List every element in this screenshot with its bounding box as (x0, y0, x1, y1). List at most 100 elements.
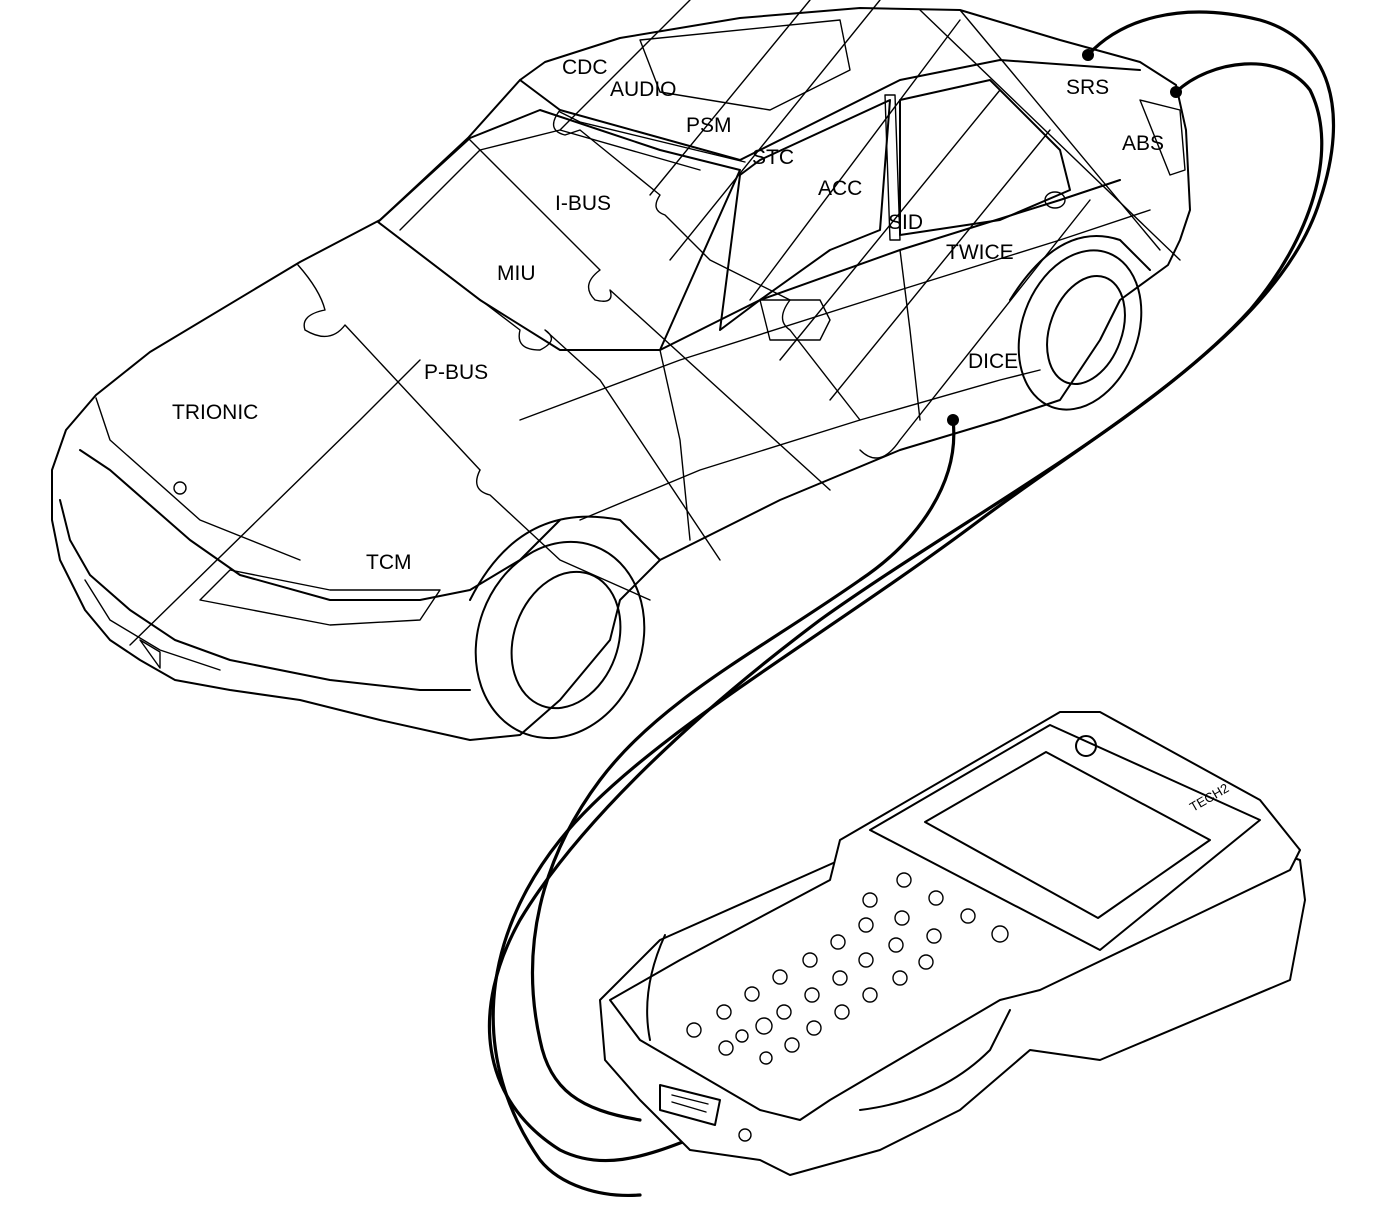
keypad-key[interactable] (896, 872, 912, 888)
keypad-key[interactable] (772, 969, 788, 985)
front-wheel (469, 515, 661, 740)
tester-logo-icon (1075, 735, 1097, 757)
rear-side-window (899, 79, 1071, 236)
module-label-trionic: TRIONIC (172, 401, 258, 424)
module-labels: CDC AUDIO PSM STC SRS ABS I-BUS ACC SID … (172, 56, 1164, 574)
keypad-key[interactable] (735, 1029, 749, 1043)
tester-strap (859, 1009, 1011, 1111)
connection-point-srs-icon (1082, 49, 1094, 61)
divider-abs-rear (959, 9, 1161, 251)
module-label-tcm: TCM (366, 551, 412, 574)
divider-miu-dice (467, 137, 831, 491)
side-crease (519, 209, 1151, 421)
keypad-key[interactable] (759, 1051, 773, 1065)
front-bumper (59, 499, 471, 691)
keypad-key[interactable] (804, 987, 820, 1003)
divider-ibus (519, 79, 861, 421)
connector-screw-icon (738, 1128, 752, 1142)
keypad-key[interactable] (686, 1022, 702, 1038)
keypad-key[interactable] (862, 892, 878, 908)
keypad-key[interactable] (830, 934, 846, 950)
keypad-key[interactable] (928, 890, 944, 906)
divider-twice-dice (859, 199, 1091, 459)
keypad-key[interactable] (862, 987, 878, 1003)
keypad-key[interactable] (918, 954, 934, 970)
cable-abs (487, 62, 1324, 1163)
sill-line (579, 369, 1041, 521)
module-label-twice: TWICE (946, 241, 1014, 264)
rear-light (1139, 99, 1186, 176)
module-label-pbus: P-BUS (424, 361, 488, 384)
hood-crease (95, 397, 301, 561)
rear-door-edge (899, 249, 921, 421)
windshield-inner (399, 129, 701, 231)
keypad-key[interactable] (858, 952, 874, 968)
keypad-key[interactable] (806, 1020, 822, 1036)
windshield (377, 109, 741, 351)
keypad-key[interactable] (888, 937, 904, 953)
cable-srs (491, 10, 1336, 1198)
keypad-key[interactable] (960, 908, 976, 924)
divider-srs-abs (919, 9, 1181, 261)
keypad-key[interactable] (716, 1004, 732, 1020)
divider-pbus-tcm (476, 469, 651, 601)
diagnostic-cables (487, 10, 1336, 1198)
front-wheel-arch (469, 515, 661, 601)
front-rim-icon (510, 570, 622, 710)
keypad-key[interactable] (755, 1017, 773, 1035)
module-label-dice: DICE (968, 350, 1018, 373)
keypad-key[interactable] (784, 1037, 800, 1053)
divider-psm-stc (669, 0, 881, 261)
keypad-key[interactable] (894, 910, 910, 926)
roof-rail (559, 111, 746, 163)
module-label-abs: ABS (1122, 132, 1164, 155)
rear-tire-icon (1017, 249, 1143, 411)
keypad-key[interactable] (991, 925, 1009, 943)
module-label-miu: MIU (497, 262, 536, 285)
fuel-cap (1044, 191, 1066, 209)
module-label-sid: SID (888, 211, 923, 234)
tester-screen (924, 751, 1211, 919)
divider-cdc-audio (559, 0, 691, 131)
divider-miu-pbus (377, 221, 721, 561)
hood-emblem-icon (173, 481, 187, 495)
car-body-silhouette (51, 7, 1191, 741)
keypad-key[interactable] (832, 970, 848, 986)
module-zone-dividers (129, 0, 1181, 646)
connection-point-dice-icon (947, 414, 959, 426)
rear-wheel (1009, 235, 1151, 411)
module-label-stc: STC (752, 146, 794, 169)
headlight (199, 569, 441, 626)
front-tire-icon (474, 540, 646, 740)
cable-dice (530, 418, 956, 1122)
keypad-key[interactable] (926, 928, 942, 944)
module-label-acc: ACC (818, 177, 862, 200)
screen-bezel (869, 724, 1261, 951)
front-lip (139, 639, 161, 669)
keypad-key[interactable] (834, 1004, 850, 1020)
keypad-key[interactable] (744, 986, 760, 1002)
rear-rim-icon (1046, 274, 1126, 386)
front-door-edge (659, 349, 691, 541)
module-label-psm: PSM (686, 114, 732, 137)
front-bumper-lower (84, 579, 221, 671)
keypad-key[interactable] (892, 970, 908, 986)
module-label-audio: AUDIO (610, 78, 677, 101)
divider-trionic-pbus (129, 359, 421, 646)
keypad-key[interactable] (776, 1004, 792, 1020)
divider-stc-acc (749, 19, 961, 301)
keypad-key[interactable] (858, 917, 874, 933)
module-label-cdc: CDC (562, 56, 608, 79)
divider-sid-twice (829, 129, 1051, 401)
sunroof (639, 19, 851, 111)
connector-pins-icon (671, 1094, 709, 1113)
tester-keypad (686, 872, 1009, 1065)
tester-connector (659, 1084, 721, 1126)
module-label-ibus: I-BUS (555, 192, 611, 215)
divider-audio-psm (649, 0, 811, 196)
keypad-key[interactable] (802, 952, 818, 968)
keypad-key[interactable] (718, 1040, 734, 1056)
connection-point-abs-icon (1170, 86, 1182, 98)
rear-wheel-arch (1009, 235, 1151, 301)
